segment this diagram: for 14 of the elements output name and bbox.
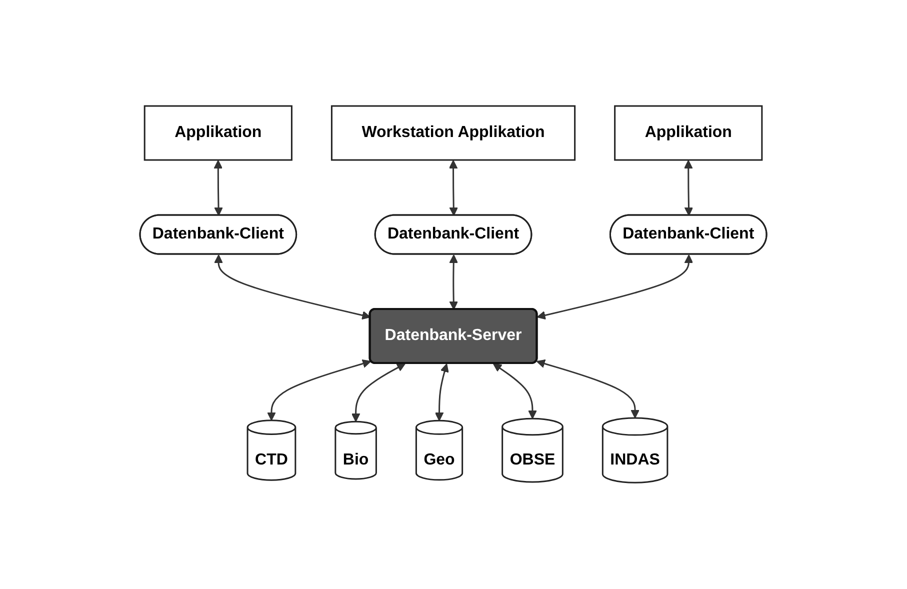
arrow <box>435 364 450 422</box>
arrow <box>449 254 458 310</box>
arrow <box>537 254 694 320</box>
node-box: Workstation Applikation <box>331 105 576 161</box>
arrow <box>684 160 694 216</box>
node-box: Applikation <box>144 105 293 161</box>
arrow <box>214 254 371 320</box>
arrow <box>449 160 458 216</box>
arrow <box>493 364 538 420</box>
arrow <box>267 360 372 421</box>
node-box: Applikation <box>614 105 763 161</box>
arrow <box>214 160 224 216</box>
arrow <box>352 364 406 422</box>
arrow <box>536 360 640 419</box>
